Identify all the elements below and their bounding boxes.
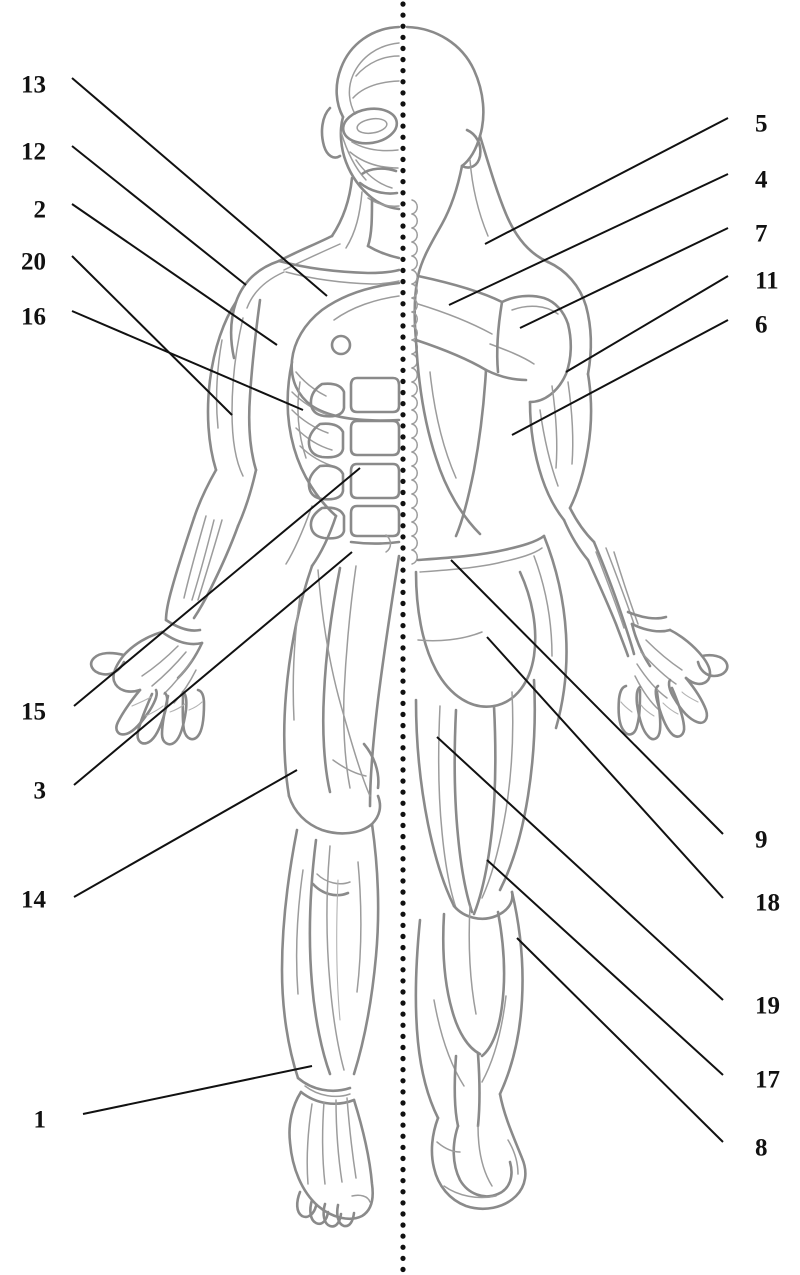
leader-line-14	[73, 769, 298, 898]
leader-line-5	[484, 117, 729, 245]
leader-line-1	[82, 1065, 313, 1115]
vertebral-column	[411, 199, 418, 565]
label-number-16[interactable]: 16	[21, 303, 46, 331]
label-number-8[interactable]: 8	[755, 1134, 768, 1162]
label-number-19[interactable]: 19	[755, 992, 780, 1020]
leader-line-2	[71, 203, 278, 346]
leader-line-11	[565, 275, 729, 373]
label-number-5[interactable]: 5	[755, 110, 768, 138]
leader-line-6	[511, 319, 729, 436]
anterior-hand	[89, 630, 206, 746]
label-number-20[interactable]: 20	[21, 248, 46, 276]
label-number-11[interactable]: 11	[755, 267, 779, 295]
label-number-4[interactable]: 4	[755, 166, 768, 194]
leader-line-7	[519, 227, 729, 329]
leader-line-13	[71, 77, 328, 297]
leader-line-15	[73, 467, 361, 707]
leader-lines	[71, 77, 729, 1143]
label-number-12[interactable]: 12	[21, 138, 46, 166]
posterior-hand	[617, 622, 729, 741]
leader-line-19	[436, 736, 724, 1001]
leader-line-12	[71, 145, 247, 286]
label-number-15[interactable]: 15	[21, 698, 46, 726]
label-number-9[interactable]: 9	[755, 826, 768, 854]
leader-line-4	[448, 173, 729, 306]
label-number-14[interactable]: 14	[21, 886, 46, 914]
leader-line-20	[71, 255, 233, 416]
leader-line-9	[450, 559, 724, 835]
rectus-abdominis-medial	[349, 376, 401, 538]
anterior-foot	[288, 1090, 374, 1228]
label-number-6[interactable]: 6	[755, 311, 768, 339]
label-number-3[interactable]: 3	[33, 777, 47, 805]
leader-line-16	[71, 310, 304, 411]
label-number-1[interactable]: 1	[33, 1106, 47, 1134]
anterior-view-figure	[89, 25, 401, 1228]
label-number-17[interactable]: 17	[755, 1066, 780, 1094]
leader-line-3	[73, 551, 353, 786]
label-number-18[interactable]: 18	[755, 889, 780, 917]
leader-line-18	[486, 636, 724, 899]
label-number-13[interactable]: 13	[21, 71, 46, 99]
leader-line-8	[516, 937, 724, 1143]
label-number-2[interactable]: 2	[33, 196, 47, 224]
label-number-7[interactable]: 7	[755, 220, 768, 248]
posterior-foot	[430, 1092, 527, 1210]
posterior-view-figure	[405, 25, 729, 1210]
leader-line-17	[486, 859, 724, 1076]
